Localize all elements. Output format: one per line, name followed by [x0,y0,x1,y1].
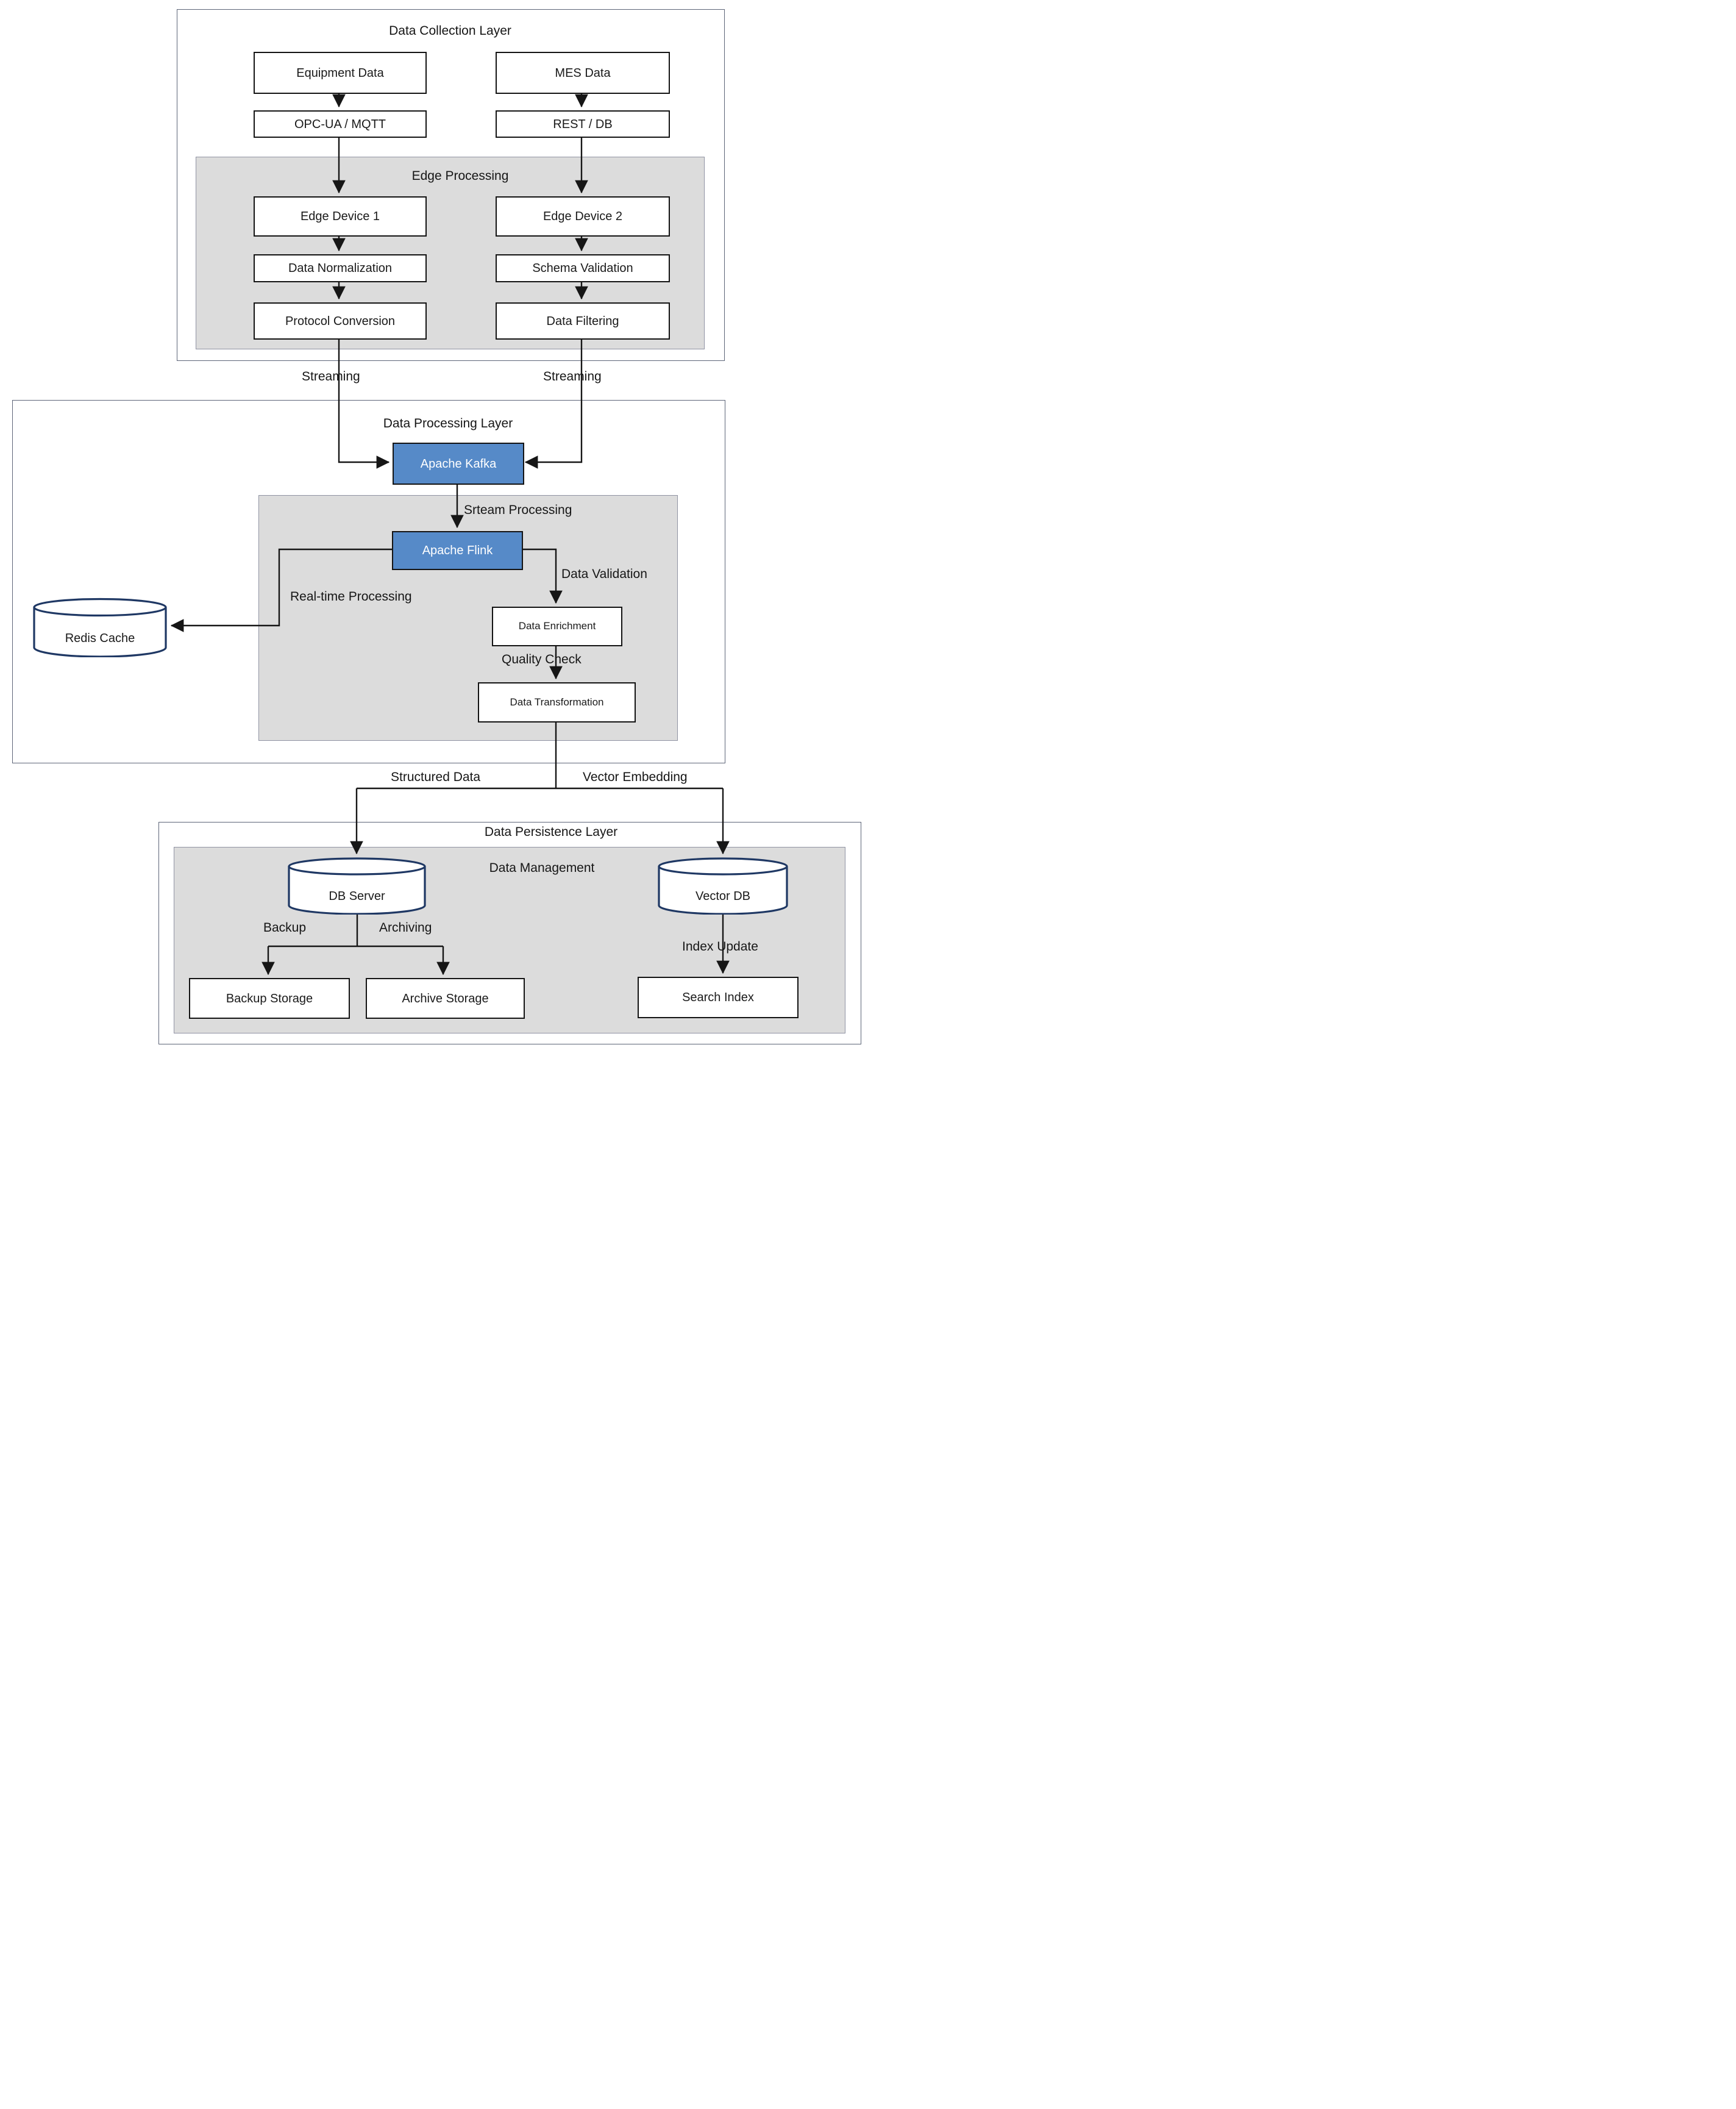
node-db-server: DB Server [288,857,426,915]
architecture-diagram: Data Collection Layer Edge Processing Da… [0,0,868,1055]
data-collection-layer-title: Data Collection Layer [389,24,511,38]
cylinder-shape [288,857,426,915]
label-quality-check: Quality Check [502,652,582,666]
node-data-enrichment: Data Enrichment [492,607,622,646]
data-processing-layer-title: Data Processing Layer [383,416,513,430]
label-streaming-left: Streaming [302,369,360,384]
data-persistence-layer-title: Data Persistence Layer [484,825,618,839]
node-search-index: Search Index [638,977,799,1018]
node-backup-storage: Backup Storage [189,978,350,1019]
label-realtime-processing: Real-time Processing [290,590,412,604]
node-opc-ua-mqtt: OPC-UA / MQTT [254,110,427,138]
node-edge-device-2: Edge Device 2 [496,196,670,237]
label-index-update: Index Update [682,940,758,954]
connector-lines [170,91,730,976]
node-apache-kafka: Apache Kafka [393,443,524,485]
cylinder-shape [33,598,167,657]
edge-processing-title: Edge Processing [411,169,509,183]
node-apache-flink: Apache Flink [392,531,523,570]
node-equipment-data: Equipment Data [254,52,427,94]
label-streaming-right: Streaming [543,369,602,384]
node-schema-validation: Schema Validation [496,254,670,282]
data-management-title: Data Management [489,861,595,875]
label-stream-processing: Srteam Processing [464,503,572,517]
node-mes-data: MES Data [496,52,670,94]
node-data-normalization: Data Normalization [254,254,427,282]
node-data-filtering: Data Filtering [496,302,670,340]
cylinder-shape [658,857,788,915]
node-rest-db: REST / DB [496,110,670,138]
node-vector-db: Vector DB [658,857,788,915]
node-data-transformation: Data Transformation [478,682,636,723]
label-archiving: Archiving [379,921,432,935]
node-redis-cache: Redis Cache [33,598,167,657]
label-backup: Backup [263,921,307,935]
label-data-validation: Data Validation [561,567,647,581]
label-structured-data: Structured Data [391,770,481,784]
node-archive-storage: Archive Storage [366,978,525,1019]
label-vector-embedding: Vector Embedding [583,770,688,784]
node-edge-device-1: Edge Device 1 [254,196,427,237]
node-protocol-conversion: Protocol Conversion [254,302,427,340]
